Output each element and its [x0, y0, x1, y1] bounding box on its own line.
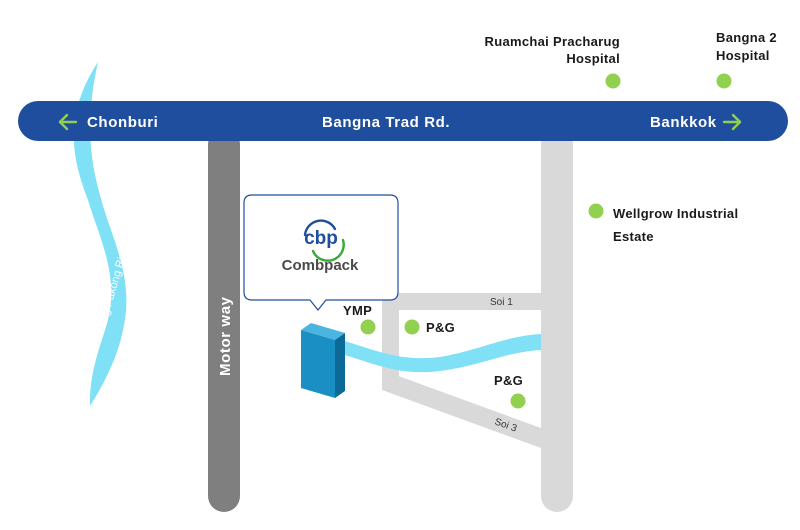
pg-label-1: P&G [426, 320, 455, 335]
soi-1-road [382, 293, 552, 310]
ruamchai-hospital-label-line1: Ruamchai Pracharug [485, 34, 620, 49]
combpack-building-icon [301, 323, 345, 398]
stream [335, 334, 541, 373]
wellgrow-label-line2: Estate [613, 229, 654, 244]
ruamchai-hospital-marker [605, 73, 621, 89]
combpack-logo-icon: cbp [303, 219, 345, 262]
soi-1-label: Soi 1 [490, 297, 513, 308]
bangna2-hospital-label-line1: Bangna 2 [716, 30, 777, 45]
motorway-road [208, 128, 240, 512]
bangna2-hospital-label-line2: Hospital [716, 48, 770, 63]
ymp-label: YMP [343, 303, 372, 318]
side-road-east [541, 128, 573, 512]
ymp-marker [360, 319, 376, 335]
bangna2-hospital-marker [716, 73, 732, 89]
pg-marker-2 [510, 393, 526, 409]
bang-pakong-river [73, 62, 127, 406]
wellgrow-marker [588, 203, 604, 219]
chonburi-label: Chonburi [87, 114, 158, 131]
ruamchai-hospital-label-line2: Hospital [566, 51, 620, 66]
pg-marker-1 [404, 319, 420, 335]
combpack-logo-mark: cbp [304, 228, 338, 249]
wellgrow-label-line1: Wellgrow Industrial [613, 206, 738, 221]
arrow-right-icon [722, 113, 742, 131]
combpack-callout [243, 194, 399, 311]
bangna-trad-road [18, 101, 788, 141]
arrow-left-icon [58, 113, 78, 131]
bankkok-label: Bankkok [650, 114, 717, 131]
motorway-label: Motor way [217, 296, 234, 376]
pg-label-2: P&G [494, 373, 523, 388]
main-road-label: Bangna Trad Rd. [322, 114, 450, 131]
combpack-name: Combpack [282, 257, 359, 274]
soi-3-road [382, 370, 552, 452]
